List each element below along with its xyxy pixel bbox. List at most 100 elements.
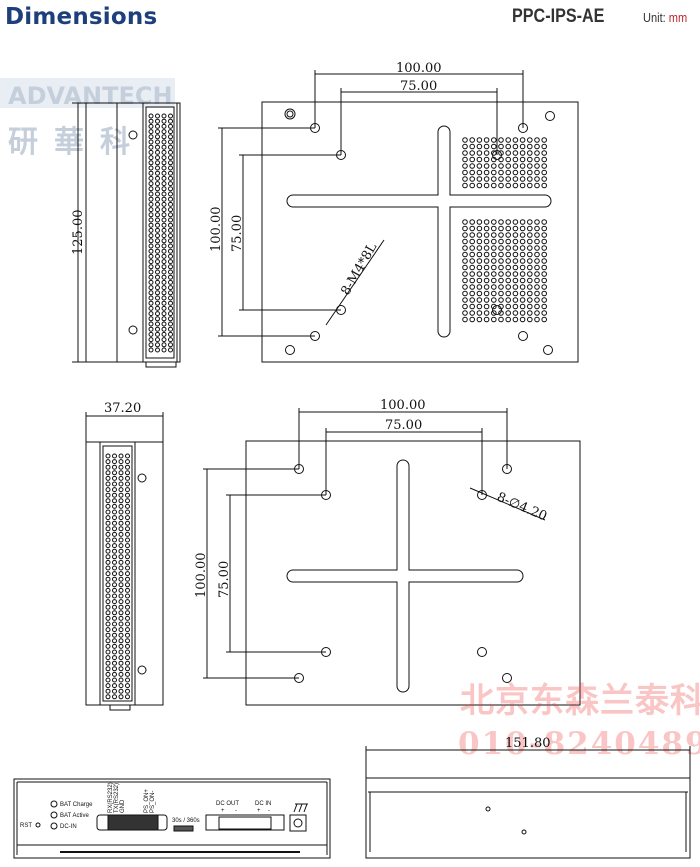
vent-hole xyxy=(462,271,468,277)
vent-hole xyxy=(519,284,526,290)
screw-icon xyxy=(137,665,147,675)
vent-hole xyxy=(125,487,130,493)
vent-hole xyxy=(168,295,173,301)
vent-hole xyxy=(483,303,490,310)
vent-hole xyxy=(112,475,117,481)
dim-top-v-outer: 100.00 xyxy=(209,207,224,253)
vent-hole xyxy=(148,269,154,275)
vent-hole xyxy=(148,129,154,135)
vent-hole xyxy=(491,271,497,277)
vent-hole xyxy=(491,290,497,297)
vent-hole xyxy=(148,347,154,353)
vent-hole xyxy=(512,316,519,323)
vent-hole xyxy=(483,258,490,264)
vent-hole xyxy=(105,475,111,481)
vent-hole xyxy=(148,248,154,254)
vent-hole xyxy=(112,515,117,521)
vent-hole xyxy=(161,191,167,197)
led-dc-in xyxy=(50,822,58,830)
unit-label: Unit: mm xyxy=(643,10,687,25)
vent-hole xyxy=(505,251,512,258)
vent-hole xyxy=(168,139,173,145)
vent-hole xyxy=(534,264,540,271)
vent-hole xyxy=(161,175,167,181)
vent-hole xyxy=(155,305,160,311)
page-title: Dimensions xyxy=(5,4,158,30)
vent-hole xyxy=(105,498,111,504)
vent-hole xyxy=(155,170,160,176)
vent-hole xyxy=(469,297,476,303)
vent-hole xyxy=(505,277,512,284)
vent-hole xyxy=(168,316,173,322)
vent-hole xyxy=(161,170,167,176)
vent-hole xyxy=(118,543,124,549)
vent-hole xyxy=(534,143,540,150)
vent-hole xyxy=(462,245,468,251)
vent-hole xyxy=(105,565,111,571)
vent-hole xyxy=(483,169,490,176)
vent-hole xyxy=(505,143,512,150)
vent-hole xyxy=(105,453,111,459)
vent-hole xyxy=(105,554,111,560)
vent-hole xyxy=(469,225,476,232)
vent-hole xyxy=(112,610,117,616)
vent-hole xyxy=(125,694,130,700)
vent-hole xyxy=(519,219,526,225)
vent-hole xyxy=(118,481,124,487)
vent-hole xyxy=(125,666,130,672)
vent-hole xyxy=(118,683,124,689)
vent-hole xyxy=(469,182,476,189)
vent-hole xyxy=(505,176,512,182)
vent-hole xyxy=(155,139,160,145)
vent-hole xyxy=(512,284,519,290)
vent-hole xyxy=(112,576,117,582)
vent-hole xyxy=(105,599,111,605)
vent-hole xyxy=(161,217,167,223)
vent-hole xyxy=(148,337,154,343)
vent-hole xyxy=(112,604,117,610)
bottom-view: 100.00 75.00 100.00 75.00 8-∅4.20 xyxy=(194,398,581,706)
vent-hole xyxy=(148,316,154,322)
vent-hole xyxy=(476,150,483,156)
vent-hole xyxy=(498,290,504,297)
vent-hole xyxy=(476,251,483,258)
vent-hole xyxy=(527,264,533,271)
vent-hole xyxy=(125,677,130,683)
vent-hole xyxy=(155,201,160,207)
vent-hole xyxy=(498,284,504,290)
vent-hole xyxy=(105,481,111,487)
vent-hole xyxy=(161,139,167,145)
vent-hole xyxy=(155,248,160,254)
vent-hole xyxy=(462,156,468,163)
vent-hole xyxy=(105,470,111,476)
vent-hole xyxy=(161,326,167,332)
vent-hole xyxy=(118,632,124,638)
vent-hole xyxy=(112,582,117,588)
dim-bottom-h-inner: 75.00 xyxy=(385,418,422,433)
vent-hole xyxy=(161,269,167,275)
vent-hole xyxy=(105,660,111,666)
vent-hole xyxy=(168,342,173,348)
vent-hole xyxy=(125,576,130,582)
vent-hole xyxy=(118,638,124,644)
vent-hole xyxy=(519,245,526,251)
vent-hole xyxy=(148,321,154,327)
pin-label: TX(RS232) xyxy=(114,783,120,813)
rear-view: 151.80 xyxy=(365,736,691,859)
vent-hole xyxy=(462,290,468,297)
led-bat-charge xyxy=(50,800,58,808)
vent-hole xyxy=(125,627,130,633)
vent-hole xyxy=(105,604,111,610)
vent-hole xyxy=(148,134,154,140)
vent-hole xyxy=(155,191,160,197)
vent-hole xyxy=(161,181,167,187)
vent-hole xyxy=(483,156,490,163)
vent-hole xyxy=(168,347,173,353)
vent-holes xyxy=(105,453,130,700)
vent-holes xyxy=(462,137,548,323)
vent-hole xyxy=(541,163,548,169)
vent-hole xyxy=(155,118,160,124)
vent-hole xyxy=(118,470,124,476)
vent-hole xyxy=(148,186,154,192)
vent-hole xyxy=(168,238,173,244)
